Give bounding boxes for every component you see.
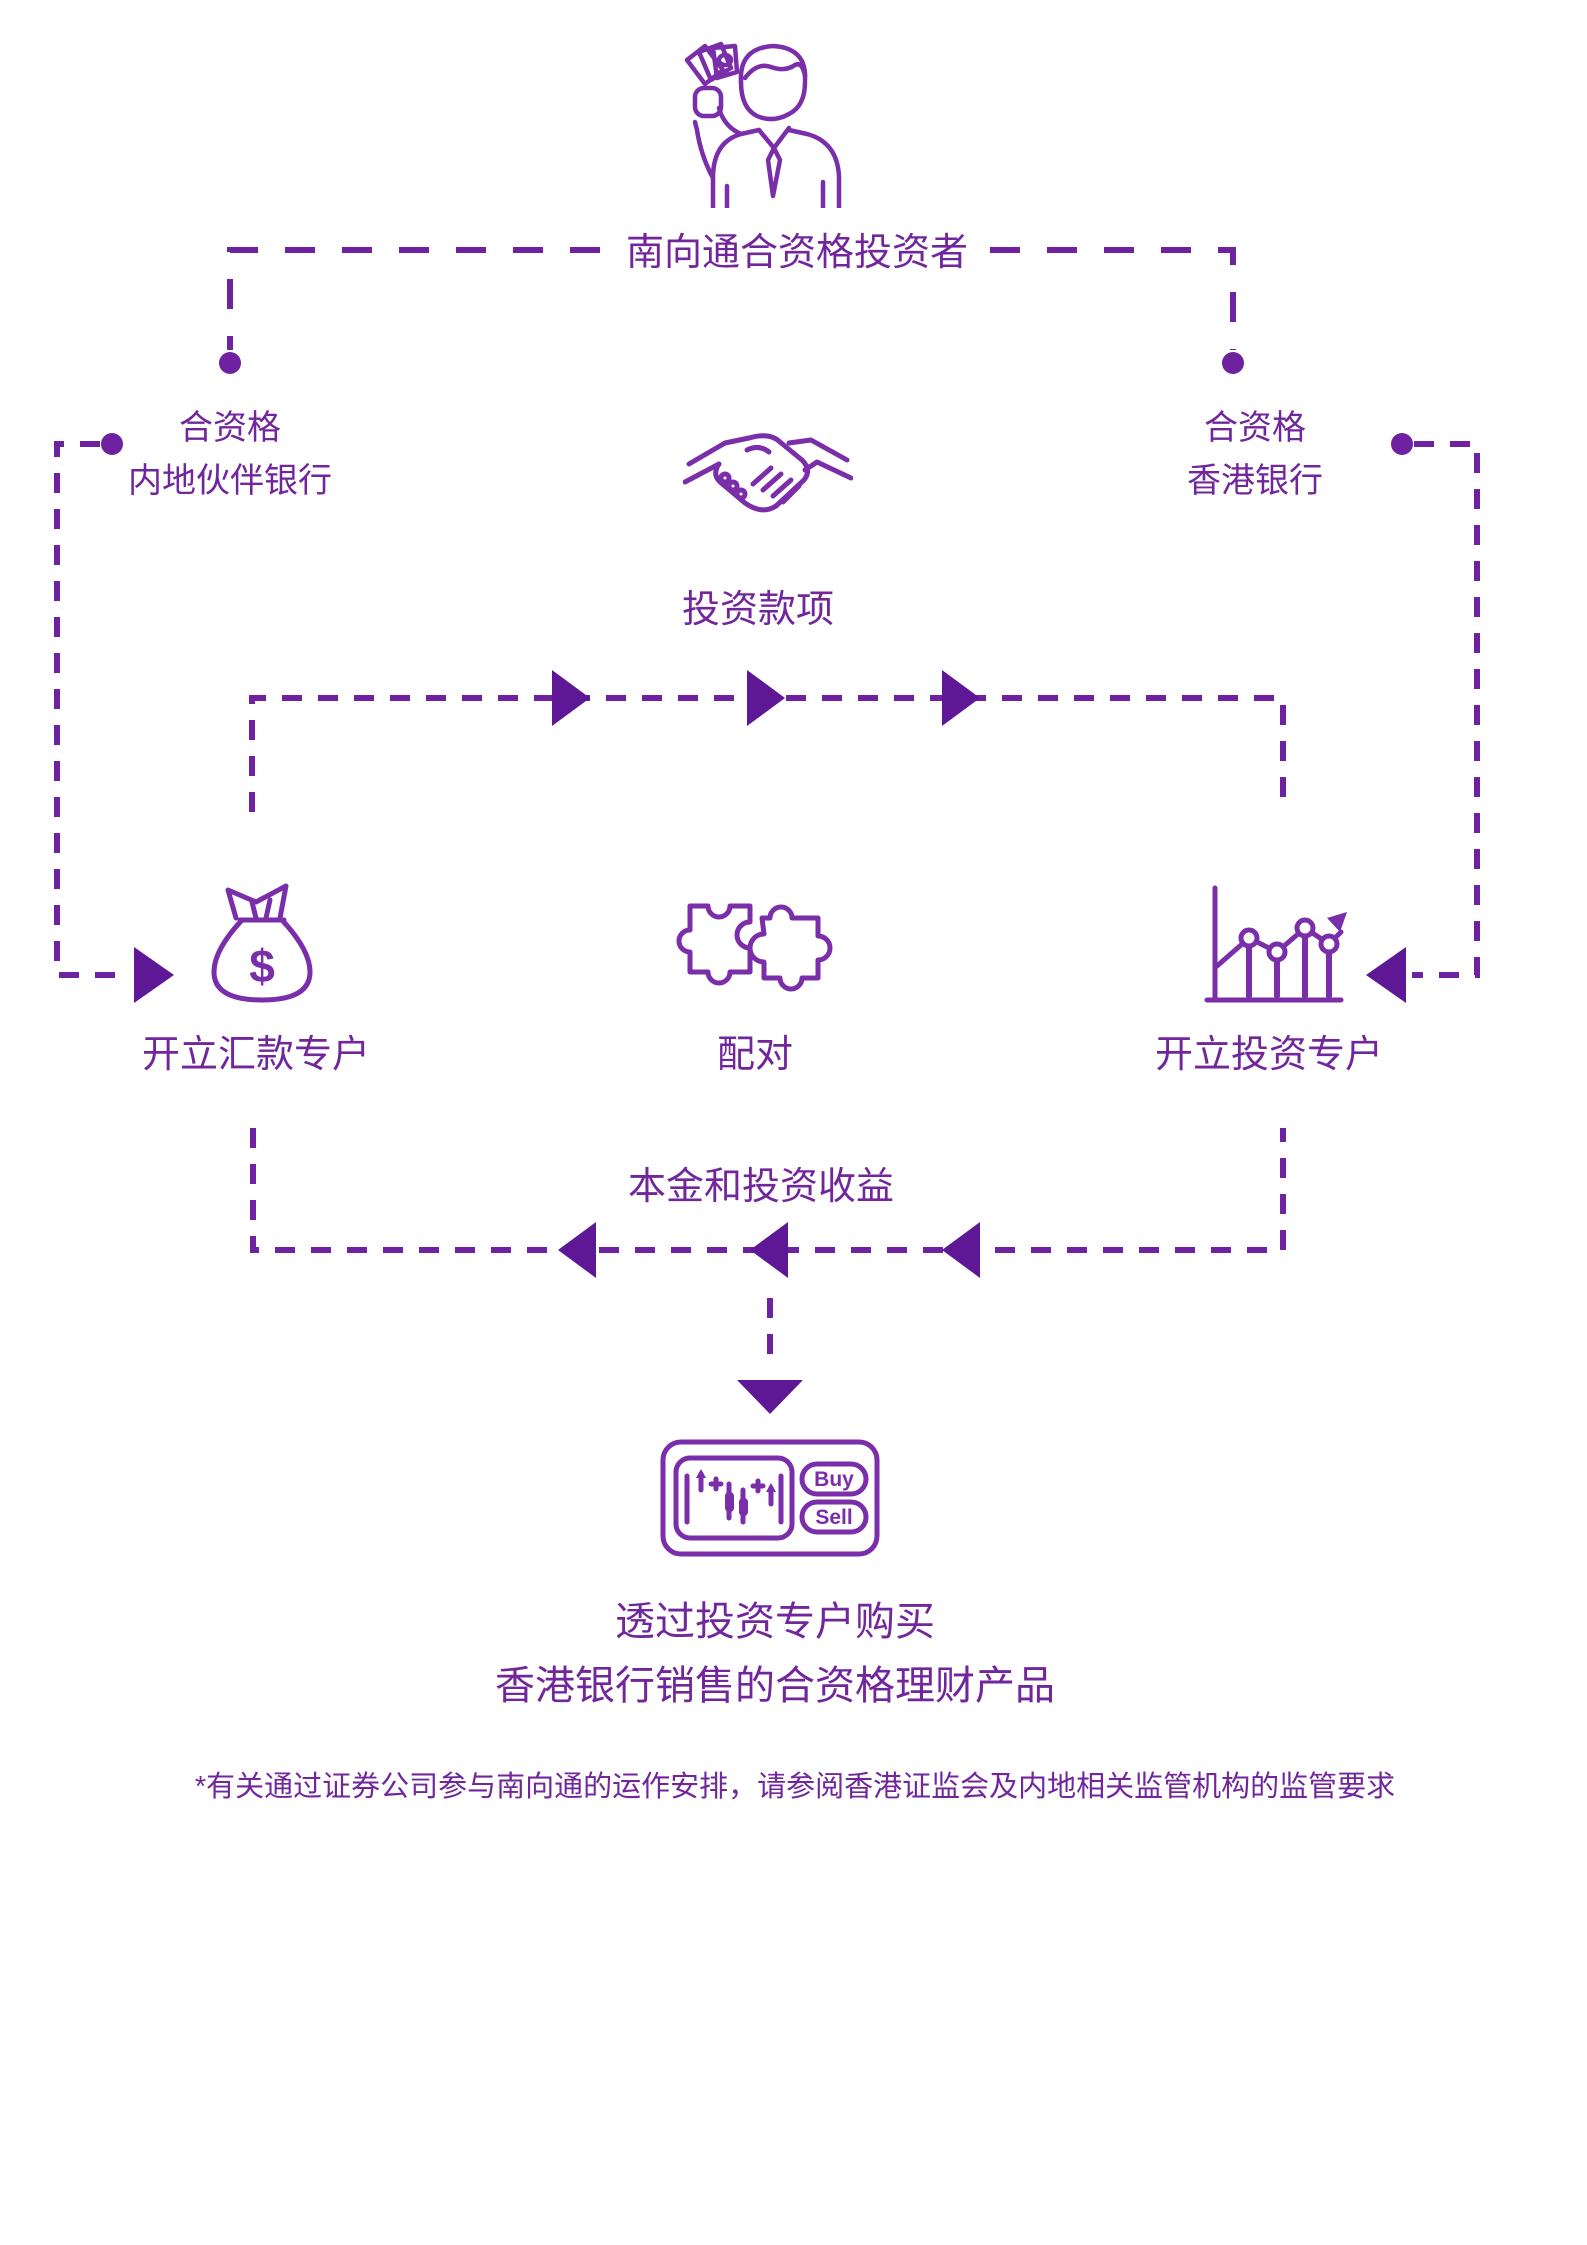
terminal-dot-mainland-bank [219,352,241,374]
purchase-caption-line2: 香港银行销售的合资格理财产品 [495,1664,1055,1708]
returns-label: 本金和投资收益 [627,1166,895,1208]
terminal-screen [673,1455,795,1541]
mainland-bank-label: 合资格 内地伙伴银行 [128,402,332,507]
growth-chart-icon [1195,872,1353,1014]
arrowhead-returns-3 [942,1222,980,1278]
hk-bank-label-line2: 香港银行 [1187,461,1323,500]
connector-investor-to-mainland-bank [227,247,600,350]
terminal-dot-mainland-outer [101,433,123,455]
sell-button-label: Sell [815,1506,852,1529]
arrowhead-returns-1 [558,1222,596,1278]
investor-label: 南向通合资格投资者 [625,232,969,274]
sell-button [799,1499,869,1535]
handshake-icon [682,420,854,538]
buy-button [799,1461,869,1497]
hk-bank-label: 合资格 香港银行 [1187,402,1323,507]
connector-funds-flow [249,695,1286,812]
terminal-dot-hk-outer [1391,433,1413,455]
arrowhead-into-investment [1366,947,1406,1003]
terminal-dot-hk-bank [1222,352,1244,374]
purchase-caption: 透过投资专户购买 香港银行销售的合资格理财产品 [495,1590,1055,1718]
arrowhead-down-purchase [737,1380,803,1414]
hk-bank-label-line1: 合资格 [1204,409,1306,447]
funds-label: 投资款项 [681,589,835,631]
trading-terminal-icon: Buy Sell [659,1438,881,1558]
arrowhead-funds-3 [942,670,980,726]
mainland-bank-label-line2: 内地伙伴银行 [128,461,332,500]
arrowhead-funds-2 [747,670,785,726]
pairing-label: 配对 [716,1034,794,1076]
money-bag-icon: $ [206,874,318,1008]
puzzle-pieces-icon [662,870,842,1012]
arrowhead-funds-1 [552,670,590,726]
purchase-caption-line1: 透过投资专户购买 [615,1600,935,1644]
arrowhead-returns-2 [750,1222,788,1278]
footnote: *有关通过证券公司参与南向通的运作安排，请参阅香港证监会及内地相关监管机构的监管… [194,1771,1396,1803]
connector-investor-to-hk-bank [990,247,1236,350]
investor-holding-banknotes-icon [683,36,847,210]
connector-mainland-bank-to-remittance [54,441,128,978]
chart-arrow-tip [1327,912,1347,932]
dollar-symbol: $ [249,940,275,992]
investment-account-label: 开立投资专户 [1154,1034,1384,1076]
mainland-bank-label-line1: 合资格 [179,409,281,447]
terminal-body [660,1439,880,1557]
buy-button-label: Buy [814,1468,854,1491]
candlestick-fills [696,1469,776,1516]
connector-hk-bank-to-investment [1412,441,1480,978]
remittance-account-label: 开立汇款专户 [141,1034,371,1076]
arrowhead-into-remittance [134,947,174,1003]
